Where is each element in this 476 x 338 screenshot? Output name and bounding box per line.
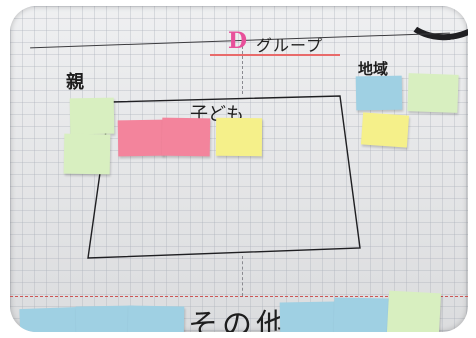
- other-note-2: [75, 305, 135, 332]
- parent-note-1: [69, 97, 115, 135]
- label-region: 地域: [358, 60, 389, 78]
- title-underline: [210, 54, 340, 56]
- other-note-6: [386, 290, 442, 332]
- group-title: グループ: [256, 36, 324, 55]
- region-note-3: [360, 112, 410, 148]
- other-note-3: [127, 305, 185, 332]
- bottom-dashed-line: [10, 296, 468, 297]
- center-dashed-line-top: [242, 46, 243, 94]
- children-note-1: [117, 119, 165, 157]
- children-note-3: [215, 117, 263, 157]
- label-other: その他: [188, 308, 290, 332]
- other-note-1: [19, 306, 83, 332]
- children-area-border: [87, 95, 361, 259]
- other-note-4: [279, 301, 337, 332]
- other-note-5: [333, 297, 391, 332]
- children-note-2: [161, 117, 211, 157]
- region-note-1: [355, 75, 403, 111]
- group-letter: D: [228, 28, 248, 54]
- parent-note-2: [63, 133, 111, 175]
- center-dashed-line-bottom: [242, 256, 243, 296]
- region-note-2: [407, 73, 459, 113]
- children-area-frame: [87, 95, 361, 259]
- label-parent: 親: [66, 72, 84, 93]
- whiteboard-sheet: D グループ 親 地域 子ども その他: [10, 6, 468, 332]
